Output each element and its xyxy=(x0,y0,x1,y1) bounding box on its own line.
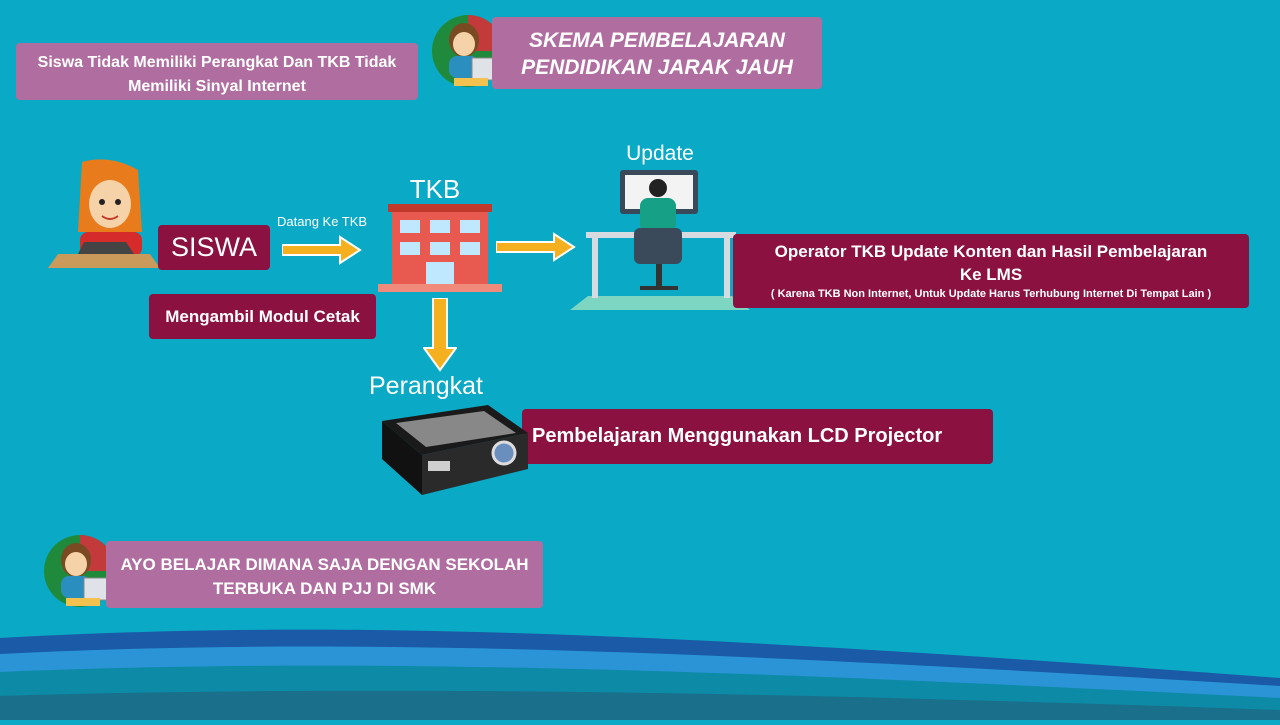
operator-line2: Ke LMS xyxy=(959,265,1023,284)
footer-avatar xyxy=(44,532,122,610)
tkb-building-icon xyxy=(378,200,502,292)
title-avatar xyxy=(432,12,510,90)
footer-line2: TERBUKA DAN PJJ DI SMK xyxy=(212,579,437,598)
siswa-label: SISWA xyxy=(158,225,270,270)
footer-box: AYO BELAJAR DIMANA SAJA DENGAN SEKOLAH T… xyxy=(106,541,543,608)
perangkat-label: Perangkat xyxy=(369,372,483,400)
operator-box: Operator TKB Update Konten dan Hasil Pem… xyxy=(733,234,1249,308)
arrow-right-icon-2 xyxy=(495,232,576,262)
arrow-right-icon xyxy=(281,235,362,265)
operator-desk-illustration xyxy=(570,168,750,312)
tkb-label: TKB xyxy=(409,174,461,204)
arrow-down-icon xyxy=(422,297,458,372)
title-box: SKEMA PEMBELAJARAN PENDIDIKAN JARAK JAUH xyxy=(492,17,822,89)
modul-box: Mengambil Modul Cetak xyxy=(149,294,376,339)
title-line1: SKEMA PEMBELAJARAN xyxy=(529,29,785,52)
bottom-wave xyxy=(0,620,1280,720)
title-line2: PENDIDIKAN JARAK JAUH xyxy=(521,56,793,79)
condition-line2: Memiliki Sinyal Internet xyxy=(128,78,306,95)
arrow-label-datang: Datang Ke TKB xyxy=(277,214,368,229)
footer-line1: AYO BELAJAR DIMANA SAJA DENGAN SEKOLAH xyxy=(120,555,529,574)
update-label: Update xyxy=(626,142,694,165)
condition-line1: Siswa Tidak Memiliki Perangkat Dan TKB T… xyxy=(37,54,397,71)
operator-line1: Operator TKB Update Konten dan Hasil Pem… xyxy=(774,242,1208,261)
projector-box: Pembelajaran Menggunakan LCD Projector xyxy=(522,409,993,464)
operator-note: ( Karena TKB Non Internet, Untuk Update … xyxy=(770,288,1212,300)
projector-icon xyxy=(378,403,530,497)
student-illustration xyxy=(44,158,164,276)
condition-box: Siswa Tidak Memiliki Perangkat Dan TKB T… xyxy=(16,43,418,100)
